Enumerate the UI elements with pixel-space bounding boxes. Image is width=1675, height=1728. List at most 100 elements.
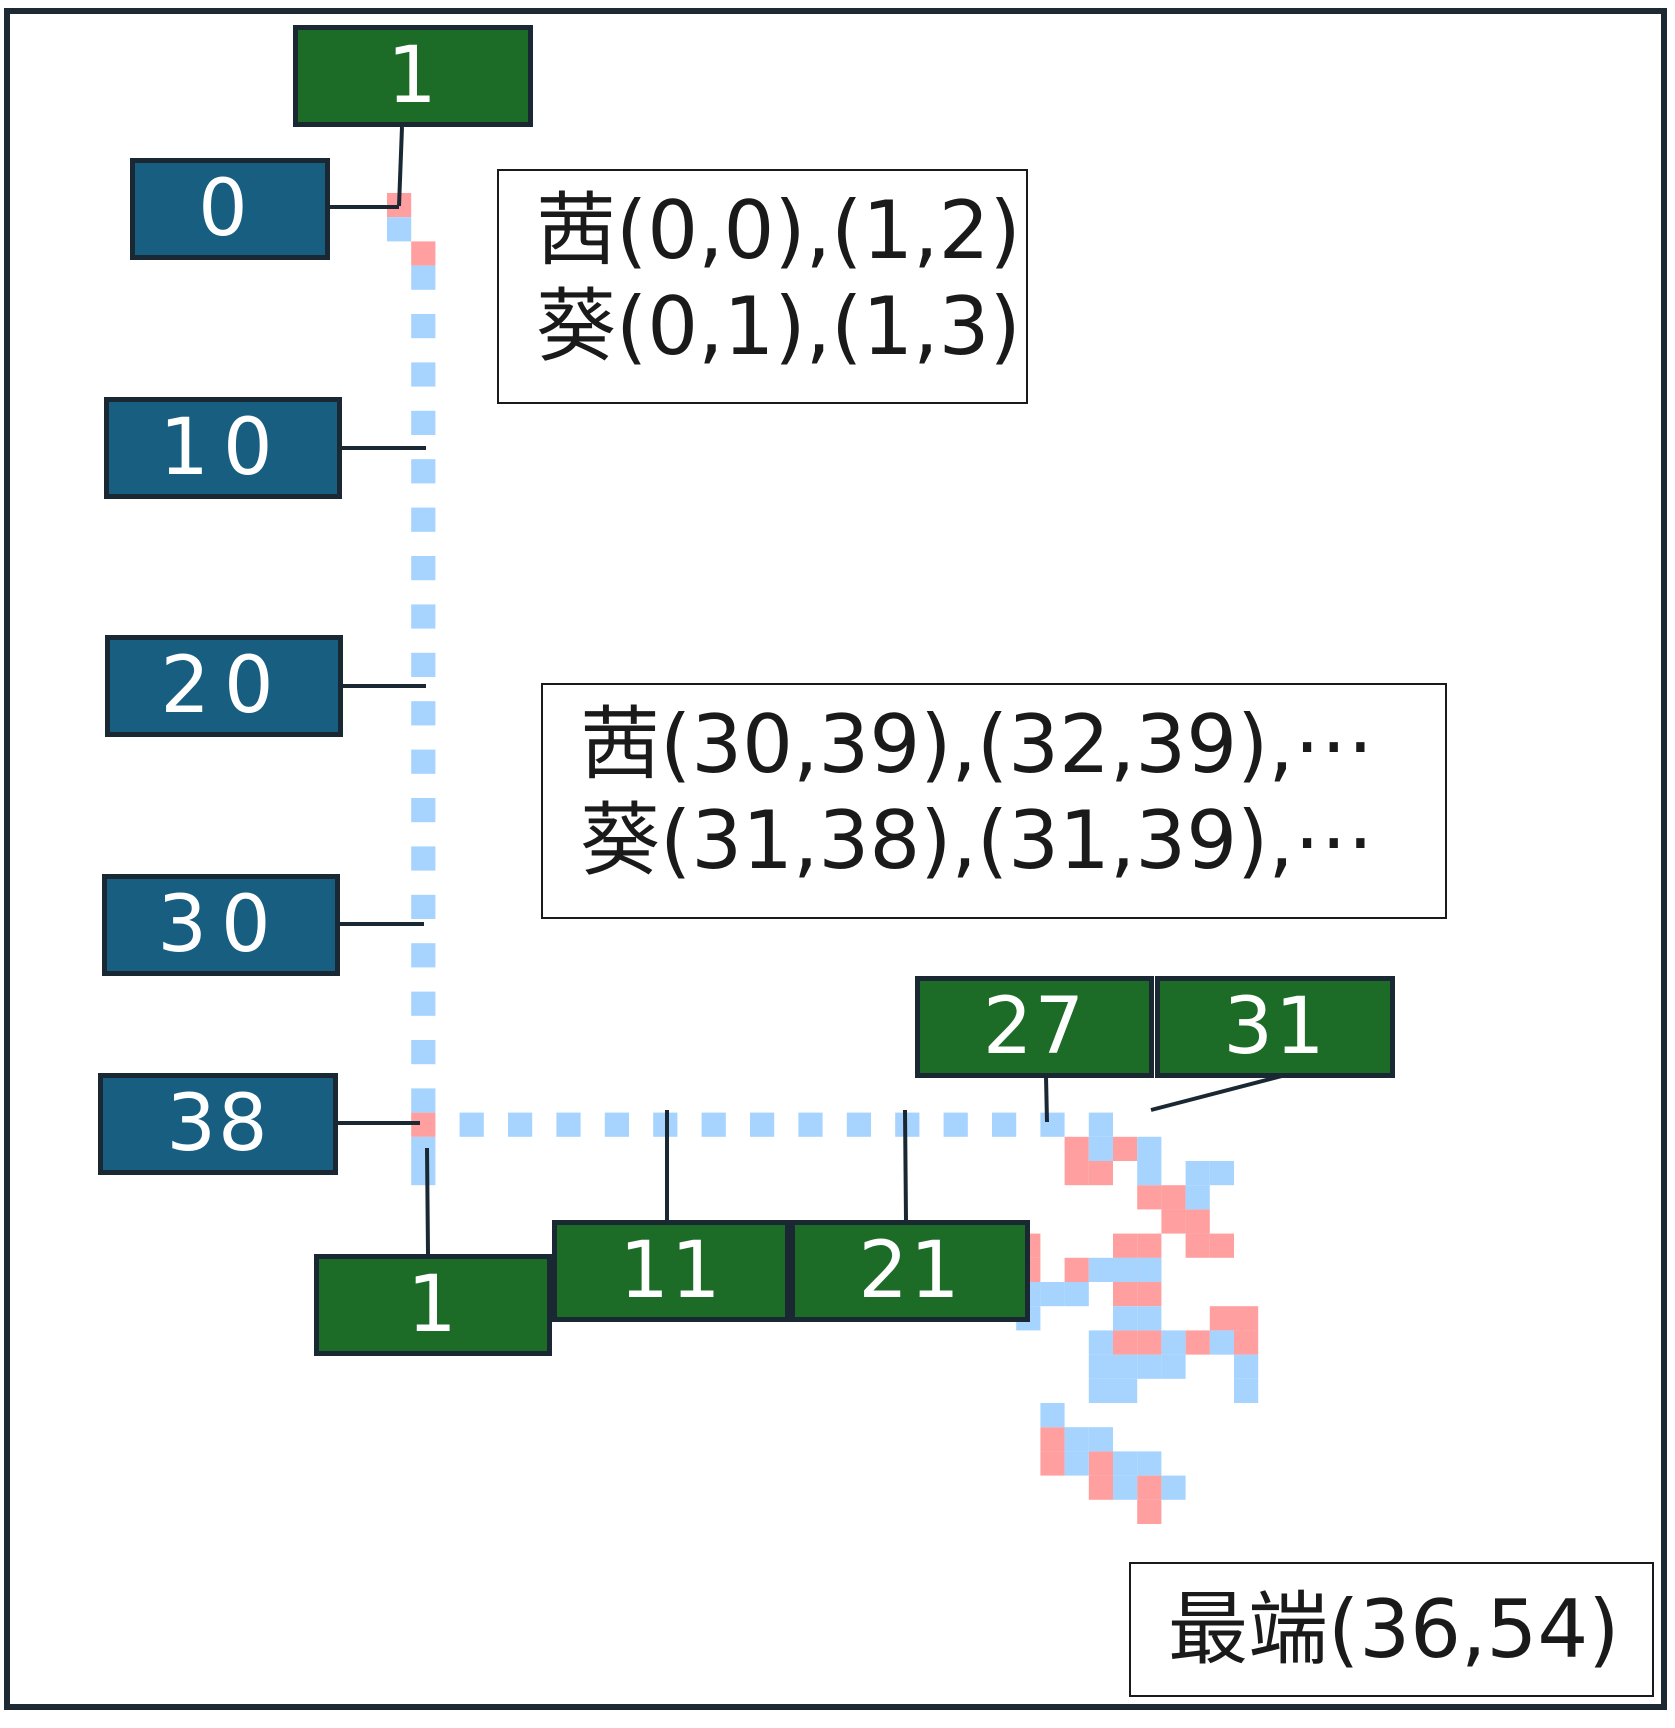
akane-cell — [1088, 1161, 1113, 1186]
col-label-11: 11 — [552, 1220, 790, 1322]
trail-cell — [411, 362, 436, 387]
trail-cell — [411, 410, 436, 435]
trail-cell — [411, 846, 436, 871]
akane-cell — [1161, 1209, 1186, 1234]
aoi-cell — [1113, 1257, 1138, 1282]
start-coordinates-note: 茜(0,0),(1,2) 葵(0,1),(1,3) — [497, 169, 1028, 404]
aoi-cell — [1064, 1427, 1089, 1452]
row-label-30: 30 — [102, 874, 340, 976]
trail-cell — [411, 701, 436, 726]
trail-cell — [701, 1112, 726, 1137]
aoi-cell — [1137, 1306, 1162, 1331]
start-note-line-akane: 茜(0,0),(1,2) — [536, 184, 1021, 277]
trail-cell — [895, 1112, 920, 1137]
akane-cell — [1137, 1330, 1162, 1355]
akane-cell — [1064, 1136, 1089, 1161]
trail-cell — [411, 507, 436, 532]
akane-cell — [1137, 1233, 1162, 1258]
trail-cell — [992, 1112, 1017, 1137]
middle-note-line-aoi: 葵(31,38),(31,39),⋯ — [580, 794, 1374, 887]
middle-coordinates-note: 茜(30,39),(32,39),⋯ 葵(31,38),(31,39),⋯ — [541, 683, 1447, 919]
trail-cell — [1040, 1112, 1065, 1137]
akane-cell — [411, 241, 436, 266]
middle-note-line-akane: 茜(30,39),(32,39),⋯ — [580, 698, 1374, 791]
akane-cell — [1137, 1282, 1162, 1307]
aoi-cell — [1161, 1475, 1186, 1500]
akane-cell — [1234, 1306, 1259, 1331]
trail-cell — [943, 1112, 968, 1137]
aoi-cell — [1088, 1112, 1113, 1137]
aoi-cell — [1234, 1354, 1259, 1379]
trail-cell — [411, 556, 436, 581]
cell-layer — [387, 193, 1259, 1524]
col-label-bottom-1: 1 — [314, 1254, 552, 1356]
aoi-cell — [1137, 1161, 1162, 1186]
akane-cell — [1113, 1233, 1138, 1258]
aoi-cell — [1088, 1427, 1113, 1452]
trail-cell — [411, 894, 436, 919]
trail-cell — [411, 652, 436, 677]
leader-line — [425, 1147, 430, 1255]
akane-cell — [1113, 1330, 1138, 1355]
trail-cell — [459, 1112, 484, 1137]
row-label-20: 20 — [105, 635, 343, 737]
leader-line — [1150, 1074, 1283, 1112]
aoi-cell — [1064, 1282, 1089, 1307]
trail-cell — [556, 1112, 581, 1137]
aoi-cell — [1040, 1403, 1065, 1428]
col-label-21: 21 — [790, 1220, 1030, 1322]
aoi-cell — [1209, 1161, 1234, 1186]
trail-cell — [846, 1112, 871, 1137]
endpoint-note: 最端(36,54) — [1129, 1562, 1654, 1697]
trail-cell — [411, 991, 436, 1016]
trail-cell — [411, 459, 436, 484]
aoi-cell — [1185, 1161, 1210, 1186]
akane-cell — [1137, 1185, 1162, 1210]
start-note-line-aoi: 葵(0,1),(1,3) — [536, 280, 1021, 373]
row-label-38: 38 — [98, 1073, 338, 1175]
trail-cell — [411, 943, 436, 968]
aoi-cell — [1113, 1378, 1138, 1403]
trail-cell — [411, 314, 436, 339]
aoi-cell — [1088, 1378, 1113, 1403]
trail-cell — [411, 1136, 436, 1161]
trail-cell — [411, 798, 436, 823]
trail-cell — [604, 1112, 629, 1137]
trail-cell — [411, 604, 436, 629]
trail-cell — [411, 1040, 436, 1065]
trail-cell — [411, 1088, 436, 1113]
aoi-cell — [387, 217, 412, 242]
aoi-cell — [1137, 1257, 1162, 1282]
akane-cell — [1064, 1257, 1089, 1282]
aoi-cell — [1137, 1354, 1162, 1379]
leader-line — [903, 1109, 908, 1221]
aoi-cell — [1088, 1257, 1113, 1282]
aoi-cell — [1088, 1354, 1113, 1379]
leader-line — [397, 126, 404, 207]
aoi-cell — [1185, 1185, 1210, 1210]
trail-cell — [508, 1112, 533, 1137]
trail-cell — [411, 749, 436, 774]
akane-cell — [1161, 1185, 1186, 1210]
leader-line-layer — [330, 126, 1283, 1255]
col-label-top-1: 1 — [293, 25, 533, 127]
trail-cell — [411, 1161, 436, 1186]
akane-cell — [1040, 1451, 1065, 1476]
trail-cell — [750, 1112, 775, 1137]
aoi-cell — [1113, 1354, 1138, 1379]
col-label-27: 27 — [915, 976, 1154, 1078]
trail-cell — [411, 265, 436, 290]
aoi-cell — [1040, 1282, 1065, 1307]
akane-cell — [1185, 1233, 1210, 1258]
col-label-31: 31 — [1155, 976, 1395, 1078]
akane-cell — [1137, 1475, 1162, 1500]
leader-line — [1044, 1075, 1049, 1123]
aoi-cell — [1161, 1330, 1186, 1355]
aoi-cell — [1137, 1451, 1162, 1476]
akane-cell — [1040, 1427, 1065, 1452]
endpoint-note-text: 最端(36,54) — [1168, 1583, 1620, 1676]
akane-cell — [1064, 1161, 1089, 1186]
aoi-cell — [1161, 1354, 1186, 1379]
akane-cell — [1088, 1475, 1113, 1500]
